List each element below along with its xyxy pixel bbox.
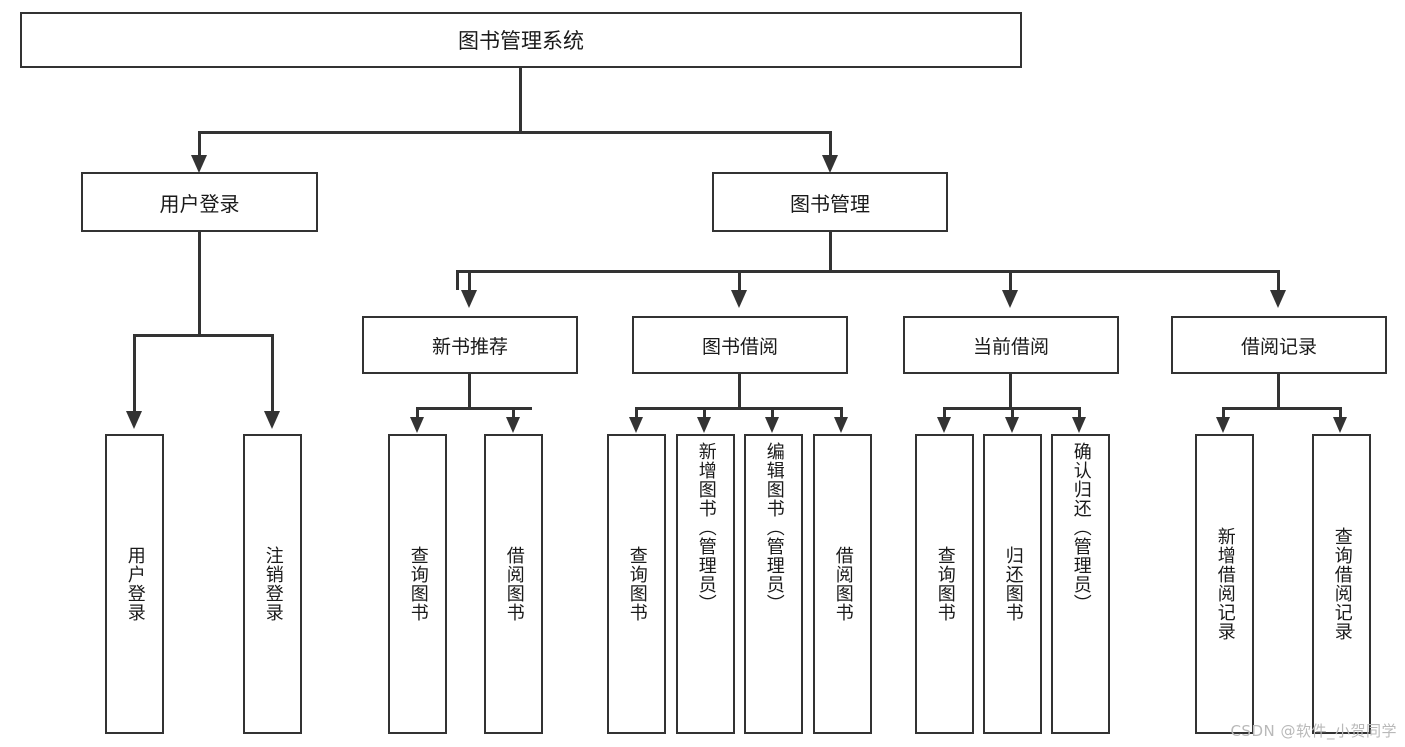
connector-borrow-record-stem: [1277, 374, 1280, 409]
arrowhead-leaf-confirm-return: [1072, 417, 1086, 433]
watermark: CSDN @软件_小贺同学: [1230, 722, 1397, 740]
leaf-user-login-label: 用户登录: [124, 546, 146, 622]
connector-drop-leaf-user-logout: [271, 334, 274, 414]
arrowhead-new-book-recommend: [461, 290, 477, 308]
connector-drop-leaf-add-record: [1222, 407, 1225, 419]
arrowhead-leaf-query-record: [1333, 417, 1347, 433]
connector-bus-left-cap: [456, 270, 459, 290]
connector-drop-user-login: [198, 131, 201, 159]
leaf-return-book[interactable]: 归还图书: [983, 434, 1042, 734]
arrowhead-book-borrow: [731, 290, 747, 308]
arrowhead-leaf-query-book-3: [937, 417, 951, 433]
connector-drop-leaf-query-book-2: [635, 407, 638, 419]
arrowhead-user-login: [191, 155, 207, 173]
leaf-borrow-book-2-label: 借阅图书: [832, 546, 854, 622]
connector-drop-new-book-recommend: [468, 270, 471, 292]
leaf-borrow-book-2[interactable]: 借阅图书: [813, 434, 872, 734]
leaf-query-book-3[interactable]: 查询图书: [915, 434, 974, 734]
node-current-borrow[interactable]: 当前借阅: [903, 316, 1119, 374]
arrowhead-borrow-record: [1270, 290, 1286, 308]
connector-drop-leaf-borrow-book-2: [840, 407, 843, 419]
connector-drop-leaf-borrow-book-1: [512, 407, 515, 419]
connector-drop-leaf-add-book: [703, 407, 706, 419]
arrowhead-leaf-user-login: [126, 411, 142, 429]
leaf-return-book-label: 归还图书: [1002, 546, 1024, 622]
arrowhead-leaf-add-record: [1216, 417, 1230, 433]
connector-borrow-record-bus: [1222, 407, 1342, 410]
leaf-query-book-2-label: 查询图书: [626, 546, 648, 622]
arrowhead-leaf-edit-book: [765, 417, 779, 433]
leaf-user-logout[interactable]: 注销登录: [243, 434, 302, 734]
arrowhead-leaf-query-book-2: [629, 417, 643, 433]
connector-level2-bus: [456, 270, 1280, 273]
connector-drop-book-management: [829, 131, 832, 159]
leaf-query-book-1[interactable]: 查询图书: [388, 434, 447, 734]
node-user-login[interactable]: 用户登录: [81, 172, 318, 232]
arrowhead-current-borrow: [1002, 290, 1018, 308]
leaf-query-record-label: 查询借阅记录: [1331, 527, 1353, 641]
leaf-confirm-return[interactable]: 确认归还（管理员）: [1051, 434, 1110, 734]
connector-book-borrow-stem: [738, 374, 741, 409]
leaf-user-logout-label: 注销登录: [262, 546, 284, 622]
connector-drop-leaf-return-book: [1011, 407, 1014, 419]
leaf-add-book[interactable]: 新增图书（管理员）: [676, 434, 735, 734]
connector-drop-current-borrow: [1009, 270, 1012, 292]
arrowhead-leaf-add-book: [697, 417, 711, 433]
arrowhead-book-management: [822, 155, 838, 173]
leaf-add-record-label: 新增借阅记录: [1214, 527, 1236, 641]
leaf-add-record[interactable]: 新增借阅记录: [1195, 434, 1254, 734]
node-root[interactable]: 图书管理系统: [20, 12, 1022, 68]
connector-drop-book-borrow: [738, 270, 741, 292]
node-user-login-label: 用户登录: [159, 191, 240, 216]
leaf-query-book-3-label: 查询图书: [934, 546, 956, 622]
leaf-query-book-2[interactable]: 查询图书: [607, 434, 666, 734]
node-new-book-recommend-label: 新书推荐: [431, 335, 508, 358]
leaf-edit-book-label: 编辑图书（管理员）: [763, 442, 785, 613]
connector-bus-right-cap: [1277, 270, 1280, 290]
node-new-book-recommend[interactable]: 新书推荐: [362, 316, 578, 374]
connector-book-borrow-bus: [635, 407, 843, 410]
connector-current-borrow-stem: [1009, 374, 1012, 409]
node-book-management-label: 图书管理: [790, 191, 870, 216]
connector-new-book-recommend-stem: [468, 374, 471, 409]
leaf-query-book-1-label: 查询图书: [407, 546, 429, 622]
connector-drop-leaf-query-book-3: [943, 407, 946, 419]
leaf-confirm-return-label: 确认归还（管理员）: [1070, 442, 1092, 613]
leaf-user-login[interactable]: 用户登录: [105, 434, 164, 734]
node-book-borrow-label: 图书借阅: [701, 335, 778, 358]
node-borrow-record[interactable]: 借阅记录: [1171, 316, 1387, 374]
connector-drop-leaf-query-record: [1339, 407, 1342, 419]
arrowhead-leaf-borrow-book-1: [506, 417, 520, 433]
connector-user-login-bus: [133, 334, 273, 337]
connector-drop-leaf-edit-book: [771, 407, 774, 419]
leaf-borrow-book-1[interactable]: 借阅图书: [484, 434, 543, 734]
connector-book-management-stem: [829, 232, 832, 273]
leaf-query-record[interactable]: 查询借阅记录: [1312, 434, 1371, 734]
arrowhead-leaf-return-book: [1005, 417, 1019, 433]
leaf-borrow-book-1-label: 借阅图书: [503, 546, 525, 622]
connector-root-stem: [519, 68, 522, 133]
node-book-borrow[interactable]: 图书借阅: [632, 316, 848, 374]
node-current-borrow-label: 当前借阅: [972, 335, 1049, 358]
leaf-add-book-label: 新增图书（管理员）: [695, 442, 717, 613]
node-book-management[interactable]: 图书管理: [712, 172, 948, 232]
connector-user-login-stem: [198, 232, 201, 336]
node-borrow-record-label: 借阅记录: [1240, 335, 1317, 358]
connector-drop-leaf-user-login: [133, 334, 136, 414]
arrowhead-leaf-user-logout: [264, 411, 280, 429]
connector-level1-bus: [198, 131, 832, 134]
leaf-edit-book[interactable]: 编辑图书（管理员）: [744, 434, 803, 734]
connector-drop-leaf-query-book-1: [416, 407, 419, 419]
connector-new-book-recommend-bus: [416, 407, 532, 410]
node-root-label: 图书管理系统: [458, 29, 584, 53]
connector-drop-leaf-confirm-return: [1078, 407, 1081, 419]
arrowhead-leaf-query-book-1: [410, 417, 424, 433]
arrowhead-leaf-borrow-book-2: [834, 417, 848, 433]
